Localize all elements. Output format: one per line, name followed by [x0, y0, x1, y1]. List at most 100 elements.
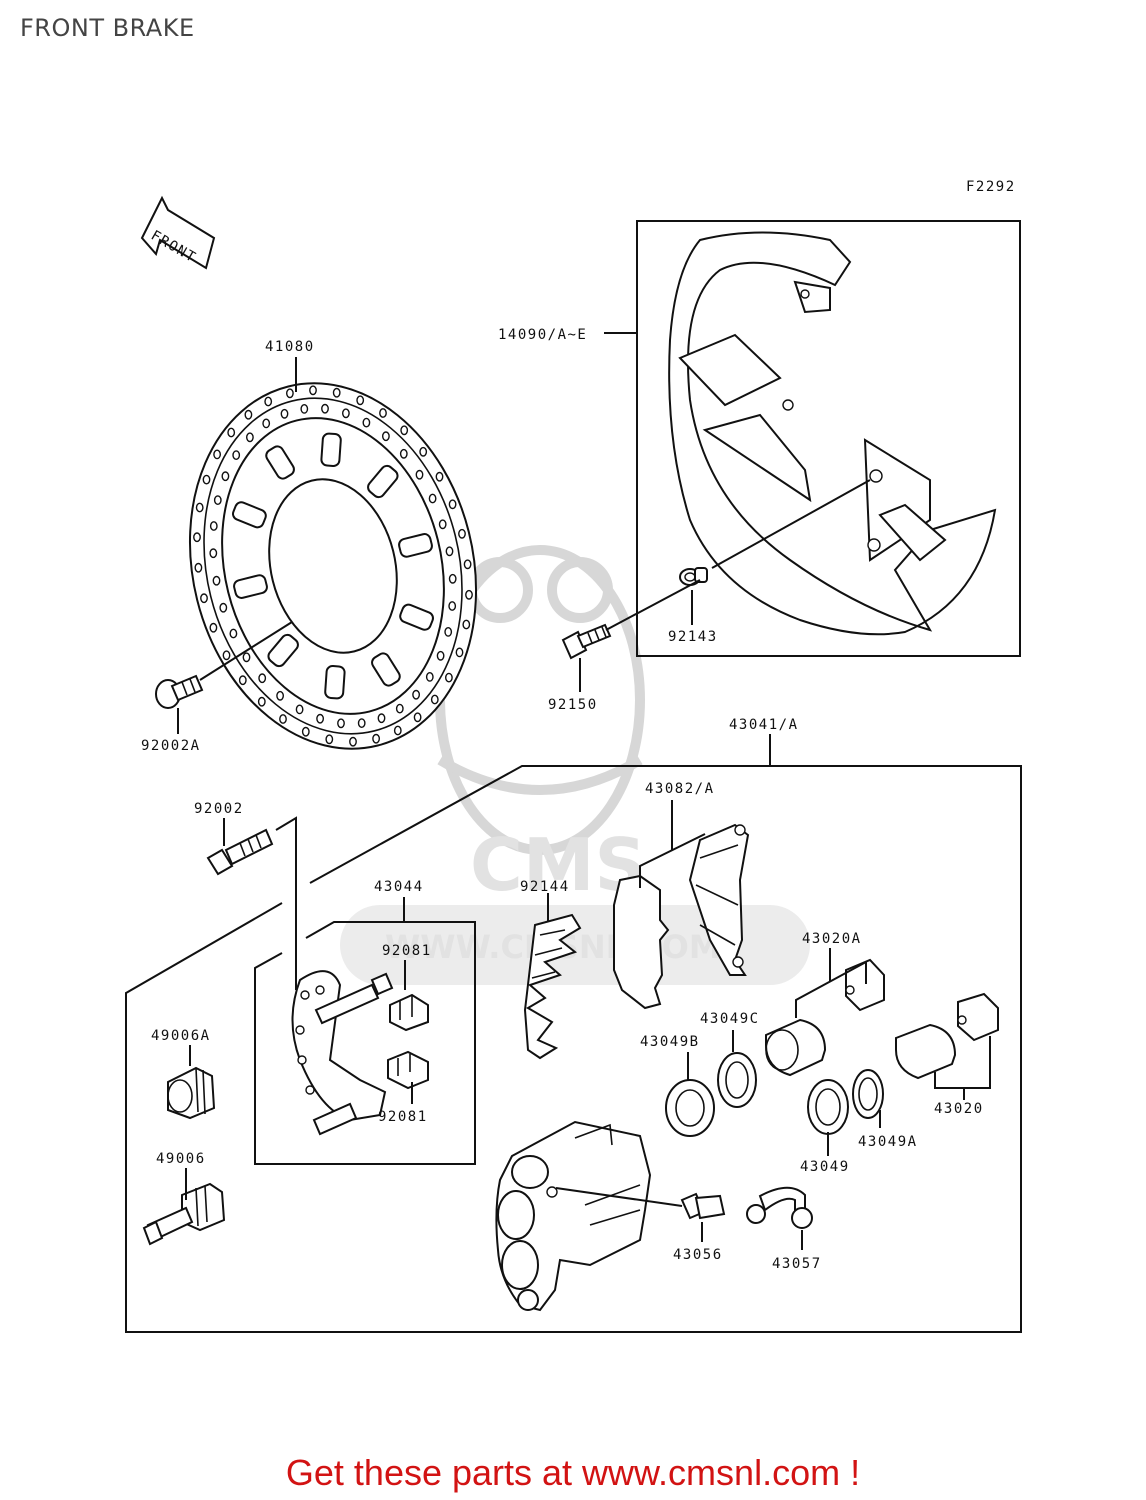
disc-drill-hole: [448, 601, 457, 611]
disc-drill-hole: [463, 559, 472, 570]
callout-92081-upper: 92081: [382, 943, 432, 959]
disc-drill-hole: [445, 546, 454, 557]
disc-drill-hole: [238, 675, 247, 686]
callout-43056: 43056: [673, 1247, 723, 1263]
callout-92002A: 92002A: [141, 738, 201, 754]
disc-drill-hole: [212, 575, 221, 586]
disc-window-cutout: [367, 464, 399, 499]
callout-43049B: 43049B: [640, 1034, 700, 1050]
disc-drill-hole: [209, 622, 218, 633]
disc-drill-hole: [213, 449, 222, 460]
disc-drill-hole: [356, 395, 365, 406]
disc-drill-hole: [381, 431, 390, 442]
disc-drill-hole: [300, 403, 309, 414]
disc-drill-hole: [349, 736, 357, 747]
bracket-box: [254, 921, 476, 1165]
pad-spring-92144: [523, 913, 582, 1060]
bolt-92002A: [155, 674, 204, 709]
disc-drill-hole: [448, 573, 457, 584]
disc-drill-hole: [448, 499, 457, 510]
piston-43020A: [765, 1018, 827, 1077]
clip-92081-upper: [389, 993, 429, 1032]
disc-drill-hole: [379, 408, 387, 418]
seal-43049: [807, 1079, 849, 1135]
disc-drill-hole: [221, 471, 230, 482]
disc-drill-hole: [209, 548, 218, 559]
page-title: FRONT BRAKE: [20, 14, 195, 42]
disc-drill-hole: [399, 448, 408, 459]
bolt-92002: [206, 828, 274, 876]
piston-43020A-cap: [845, 958, 885, 1012]
disc-drill-hole: [412, 689, 420, 700]
disc-drill-hole: [372, 733, 380, 744]
seal-43049A: [852, 1069, 884, 1119]
callout-43049C: 43049C: [700, 1011, 760, 1027]
callout-49006: 49006: [156, 1151, 206, 1167]
piston-43020: [895, 1023, 957, 1080]
collar-92143: [679, 567, 708, 586]
disc-window-cutout: [399, 603, 434, 631]
callout-labels: 14090/A~E 41080 92143 92150 92002A 43041…: [141, 327, 982, 1272]
disc-drill-hole: [415, 469, 424, 480]
disc-drill-hole: [232, 450, 241, 460]
callout-92002: 92002: [194, 801, 244, 817]
disc-drill-hole: [428, 493, 437, 504]
disc-drill-hole: [341, 408, 350, 419]
disc-drill-hole: [200, 593, 208, 604]
bracket-43044: [291, 970, 394, 1136]
bleeder-valve-43056: [680, 1192, 726, 1220]
disc-window-cutout: [265, 445, 295, 480]
disc-drill-hole: [276, 690, 284, 701]
pin-49006: [142, 1182, 226, 1246]
clip-92081-lower: [387, 1050, 429, 1090]
disc-drill-hole: [444, 627, 453, 637]
callout-49006A: 49006A: [151, 1028, 211, 1044]
disc-drill-hole: [430, 694, 439, 705]
disc-drill-hole: [325, 734, 334, 745]
disc-drill-hole: [279, 714, 287, 724]
disc-drill-hole: [332, 387, 341, 398]
disc-window-cutout: [371, 652, 401, 687]
bleeder-cap-43057: [746, 1186, 813, 1229]
disc-drill-hole: [258, 673, 267, 684]
disc-drill-hole: [444, 672, 453, 683]
disc-drill-hole: [435, 471, 444, 482]
disc-drill-hole: [395, 703, 404, 714]
callout-92143: 92143: [668, 629, 718, 645]
disc-drill-hole: [413, 712, 422, 723]
disc-drill-hole: [309, 385, 317, 396]
disc-drill-hole: [202, 474, 211, 485]
disc-window-cutout: [324, 665, 346, 700]
disc-drill-hole: [295, 704, 304, 715]
disc-drill-hole: [419, 446, 428, 457]
callout-43041: 43041/A: [729, 717, 799, 733]
disc-drill-hole: [465, 589, 473, 600]
disc-drill-hole: [193, 532, 201, 543]
disc-drill-hole: [458, 528, 466, 539]
disc-window-cutout: [267, 633, 299, 668]
brake-pad-43082-left: [613, 874, 670, 1010]
front-arrow-icon: FRONT: [140, 195, 216, 270]
disc-drill-hole: [455, 647, 464, 658]
callout-43049A: 43049A: [858, 1134, 918, 1150]
callout-92150: 92150: [548, 697, 598, 713]
disc-drill-hole: [213, 495, 222, 505]
disc-drill-hole: [280, 408, 289, 419]
disc-window-cutout: [320, 432, 342, 467]
disc-drill-hole: [262, 418, 271, 429]
disc-drill-hole: [194, 562, 203, 573]
disc-drill-hole: [209, 521, 218, 531]
disc-drill-hole: [285, 388, 294, 399]
promo-link[interactable]: Get these parts at www.cmsnl.com !: [285, 1452, 861, 1493]
callout-43020A: 43020A: [802, 931, 862, 947]
bolt-92150: [561, 623, 612, 660]
brake-pad-43082-right: [688, 823, 750, 976]
disc-drill-hole: [316, 713, 324, 724]
disc-window-cutout: [233, 574, 268, 599]
disc-drill-hole: [219, 602, 228, 613]
disc-drill-hole: [227, 427, 236, 438]
callout-92144: 92144: [520, 879, 570, 895]
piston-43020-cap: [957, 992, 999, 1042]
callout-92081-lower: 92081: [378, 1109, 428, 1125]
disc-drill-hole: [242, 652, 251, 663]
